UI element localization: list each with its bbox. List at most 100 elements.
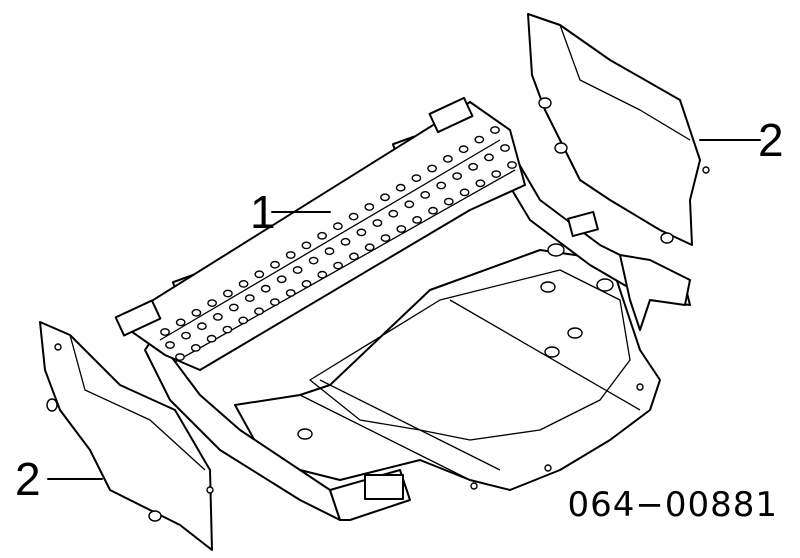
perforation-hole xyxy=(443,197,454,206)
perforation-hole xyxy=(459,188,470,197)
side-shield-right-fold xyxy=(559,24,691,141)
perforation-hole xyxy=(468,162,478,171)
perforation-hole xyxy=(395,183,406,192)
drawing-number: 064−00881 xyxy=(567,485,778,525)
perforation-hole xyxy=(324,247,335,256)
perforation-hole xyxy=(207,299,218,307)
side-shield-right-body xyxy=(527,13,701,246)
floor-hole xyxy=(544,346,560,358)
shield-hole xyxy=(538,97,552,109)
perforation-hole xyxy=(270,260,280,269)
perforation-hole xyxy=(254,307,264,316)
perforation-hole xyxy=(317,270,328,279)
shield-hole xyxy=(554,142,568,154)
perforation-hole xyxy=(458,145,469,154)
perforation-hole xyxy=(427,164,437,173)
perforation-hole xyxy=(442,154,453,163)
perforation-hole xyxy=(160,328,170,336)
perforation-hole xyxy=(175,353,185,361)
side-shield-left-body xyxy=(39,321,213,551)
perforation-hole xyxy=(317,231,327,240)
perforation-hole xyxy=(238,316,249,325)
perforation-hole xyxy=(348,212,359,221)
perforation-hole xyxy=(260,284,271,293)
perforation-hole xyxy=(340,237,351,246)
perforation-hole xyxy=(333,261,343,270)
perforation-hole xyxy=(412,215,422,224)
shield-hole xyxy=(206,486,214,494)
perforation-hole xyxy=(191,308,202,317)
perforation-hole xyxy=(212,312,223,321)
shield-hole xyxy=(148,510,162,522)
shield-hole xyxy=(702,166,710,174)
side-shield-right xyxy=(527,13,710,246)
perforation-hole xyxy=(380,193,390,202)
perforation-hole xyxy=(175,318,186,327)
perforated-plate-fold xyxy=(159,139,501,341)
perforation-hole xyxy=(372,219,383,227)
perforation-hole xyxy=(396,225,407,233)
floor-hole xyxy=(636,383,644,391)
perforation-hole xyxy=(285,289,296,297)
perforation-hole xyxy=(348,252,359,261)
perforation-hole xyxy=(507,161,517,169)
shield-hole xyxy=(46,398,58,412)
perforation-hole xyxy=(308,256,319,265)
perforation-hole xyxy=(228,303,239,312)
perforation-hole xyxy=(428,206,438,215)
perforation-hole xyxy=(356,228,367,237)
floor-panel xyxy=(234,249,661,491)
rear-bracket xyxy=(619,254,691,331)
perforation-hole xyxy=(411,174,422,183)
side-shield-left-fold xyxy=(69,334,206,471)
shield-hole xyxy=(660,232,674,244)
perforation-hole xyxy=(301,279,312,288)
callout-part-2-right: 2 xyxy=(758,114,784,166)
plate-end-tab-right xyxy=(428,96,474,134)
perforation-hole xyxy=(196,322,207,331)
floor-hole xyxy=(547,243,565,257)
perforation-hole xyxy=(490,126,500,134)
floor-hole xyxy=(567,327,583,339)
perforation-hole xyxy=(301,241,312,250)
perforated-plate xyxy=(114,96,526,371)
perforation-hole xyxy=(190,343,201,352)
perforation-hole xyxy=(364,203,375,211)
floor-hole xyxy=(596,278,614,292)
perforation-hole xyxy=(332,222,343,231)
floor-hole xyxy=(544,464,552,472)
perforation-hole xyxy=(500,144,510,152)
floor-rib-3 xyxy=(299,394,471,481)
side-shield-left xyxy=(39,321,214,551)
mount-tab-3 xyxy=(567,210,599,238)
perforation-hole xyxy=(222,325,233,334)
perforation-hole xyxy=(364,243,375,252)
perforation-hole xyxy=(420,190,431,199)
floor-rib-1 xyxy=(319,379,501,471)
perforation-hole xyxy=(276,275,287,284)
perforation-hole xyxy=(436,181,447,190)
perforation-hole xyxy=(222,289,233,298)
perforation-hole xyxy=(165,341,175,349)
left-side-rail xyxy=(144,334,341,521)
plate-end-tab-left xyxy=(114,299,162,337)
perforation-hole xyxy=(181,331,191,340)
perforation-hole xyxy=(380,234,391,243)
perforation-hole xyxy=(452,172,462,181)
perforation-holes xyxy=(160,126,517,361)
perforation-hole xyxy=(491,170,502,179)
callout-part-1: 1 xyxy=(250,186,276,238)
floor-hole xyxy=(470,482,478,490)
perforation-hole xyxy=(206,334,217,343)
skid-plate-assembly xyxy=(144,135,691,521)
callout-part-2-left: 2 xyxy=(15,453,41,505)
perforation-hole xyxy=(269,298,280,306)
perforation-hole xyxy=(404,200,415,209)
floor-rib-2 xyxy=(449,299,641,411)
floor-hole xyxy=(540,281,556,293)
perforation-hole xyxy=(238,279,249,288)
floor-inner-panel xyxy=(309,269,631,441)
perforation-hole xyxy=(484,153,494,162)
mount-tab-4 xyxy=(364,474,404,500)
